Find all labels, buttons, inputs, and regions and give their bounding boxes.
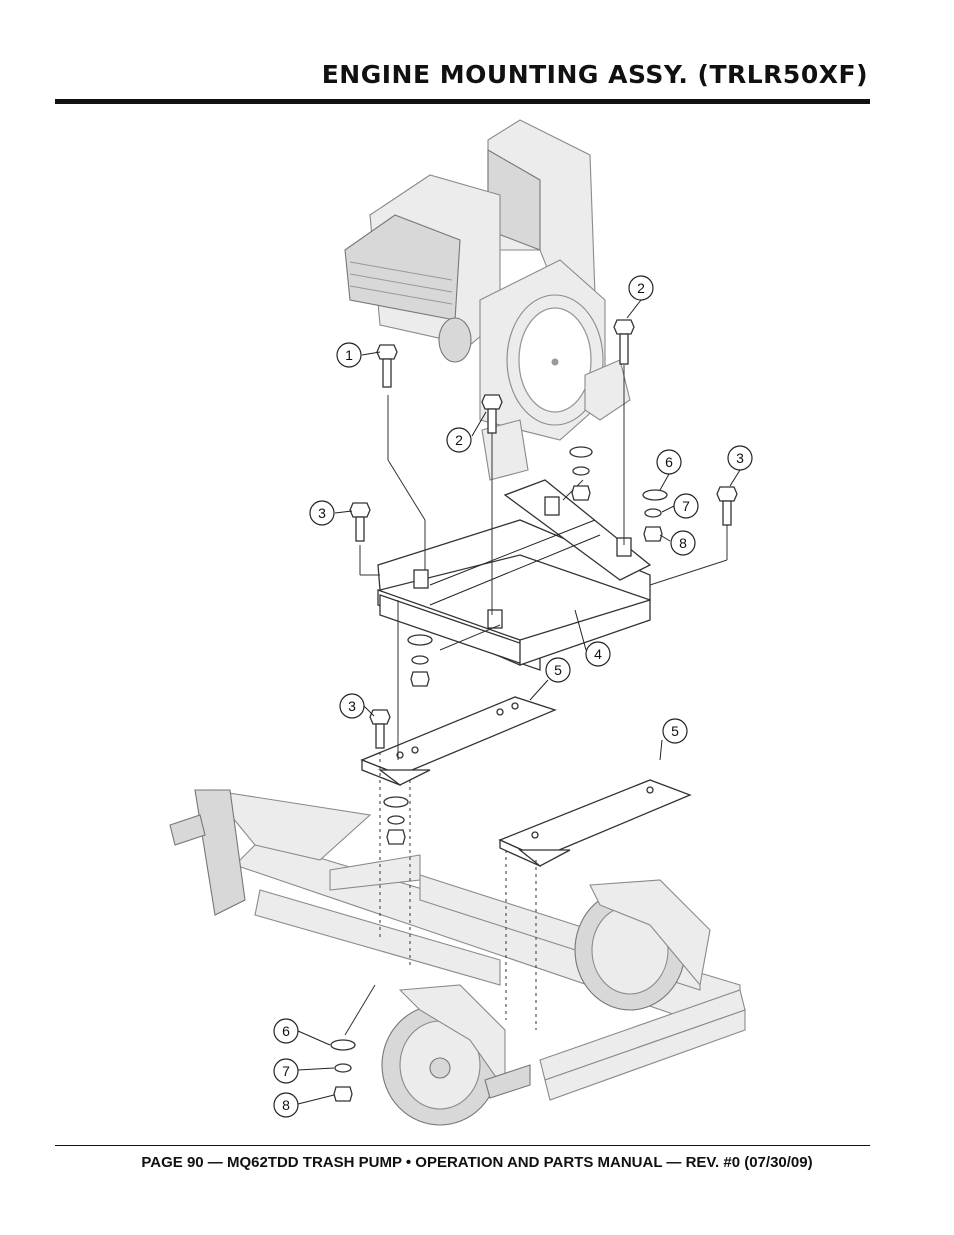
hardware-washers-nuts [330, 446, 668, 1102]
callout-5-lower-number: 5 [671, 723, 679, 739]
callout-8-lower: 8 [273, 1092, 299, 1118]
callout-6-lower-number: 6 [282, 1023, 290, 1039]
callout-3-left: 3 [309, 500, 335, 526]
callout-2-lower-number: 2 [455, 432, 463, 448]
hardware-bolts [349, 319, 738, 749]
bolt-part-2-upper [613, 319, 635, 365]
callout-7-upper-number: 7 [682, 498, 690, 514]
page-footer: PAGE 90 — MQ62TDD TRASH PUMP • OPERATION… [141, 1154, 813, 1171]
callout-2-lower: 2 [446, 427, 472, 453]
callout-6-lower: 6 [273, 1018, 299, 1044]
callout-1: 1 [336, 342, 362, 368]
callout-5-lower: 5 [662, 718, 688, 744]
mount-rail-right [498, 779, 692, 868]
callout-3-left-number: 3 [318, 505, 326, 521]
bolt-part-2-lower [481, 394, 503, 434]
callout-2-upper-number: 2 [637, 280, 645, 296]
callout-8-upper-number: 8 [679, 535, 687, 551]
callout-leaders [297, 299, 741, 1105]
bolt-part-3-c [369, 709, 391, 749]
connection-lines [344, 365, 728, 1036]
callout-3-lower-number: 3 [348, 698, 356, 714]
callout-3-right-number: 3 [736, 450, 744, 466]
callout-4-number: 4 [594, 646, 602, 662]
callout-3-lower: 3 [339, 693, 365, 719]
mount-rail-left [360, 696, 557, 786]
callout-2-upper: 2 [628, 275, 654, 301]
bolt-part-3-b [716, 486, 738, 526]
callout-8-upper: 8 [670, 530, 696, 556]
bolt-part-1 [376, 344, 398, 388]
engine-subframe [377, 479, 652, 671]
title-rule [55, 99, 870, 104]
callout-5-upper-number: 5 [554, 662, 562, 678]
trailer-illustration [169, 789, 746, 1126]
callout-7-lower: 7 [273, 1058, 299, 1084]
callout-7-upper: 7 [673, 493, 699, 519]
callout-1-number: 1 [345, 347, 353, 363]
callout-6-upper: 6 [656, 449, 682, 475]
footer-rule [55, 1145, 870, 1146]
callout-5-upper: 5 [545, 657, 571, 683]
engine-illustration [344, 119, 631, 481]
callout-8-lower-number: 8 [282, 1097, 290, 1113]
callout-6-upper-number: 6 [665, 454, 673, 470]
bolt-part-3-a [349, 502, 371, 542]
callout-7-lower-number: 7 [282, 1063, 290, 1079]
callout-4: 4 [585, 641, 611, 667]
callout-3-right: 3 [727, 445, 753, 471]
page-title: ENGINE MOUNTING ASSY. (TRLR50XF) [321, 60, 868, 89]
